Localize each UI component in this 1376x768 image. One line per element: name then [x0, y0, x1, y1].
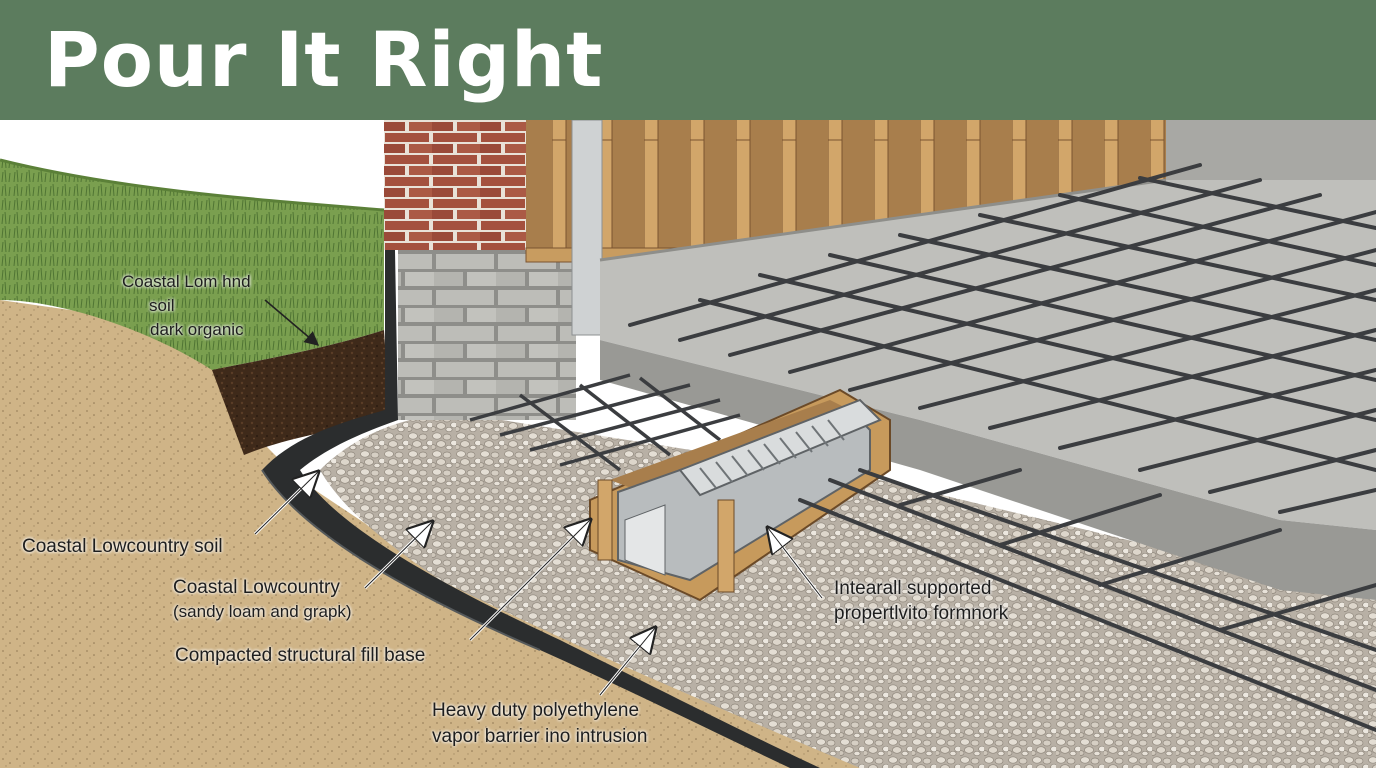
rebar-grid: [628, 163, 1376, 514]
grass-turf: [0, 160, 384, 370]
callout-leaders: [253, 299, 824, 696]
foundation-rebar: [469, 373, 741, 472]
label-formwork-line1: Intearall supported: [834, 578, 992, 599]
brick-veneer: [384, 120, 526, 250]
downspout-flashing: [571, 119, 603, 336]
block-foundation: [398, 250, 576, 420]
sandy-subsoil: [0, 250, 860, 768]
label-fill: Compacted structural fill base: [175, 645, 426, 666]
label-subsoil-line2: (sandy loam and grapk): [173, 602, 352, 621]
label-soil: Coastal Lowcountry soil: [22, 536, 223, 557]
label-barrier-line1: Heavy duty polyethylene: [432, 700, 640, 721]
page-title: Pour It Right: [44, 15, 604, 104]
wall-assembly: [384, 119, 1376, 420]
leader-topsoil: [264, 299, 320, 346]
trench-drain: [589, 388, 891, 602]
label-topsoil-line1: Coastal Lom hnd: [122, 272, 251, 291]
label-barrier-line2: vapor barrier ino intrusion: [432, 726, 648, 747]
label-subsoil-line1: Coastal Lowcountry: [173, 577, 340, 598]
label-topsoil-line2: soil: [149, 296, 175, 315]
extended-rebar: [798, 468, 1376, 732]
label-formwork-line2: propertlvito formnork: [834, 603, 1009, 624]
label-topsoil-line3: dark organic: [150, 320, 244, 339]
compacted-gravel-fill: [320, 414, 1376, 768]
title-banner: [0, 0, 1376, 120]
ground-section: [0, 158, 1376, 768]
